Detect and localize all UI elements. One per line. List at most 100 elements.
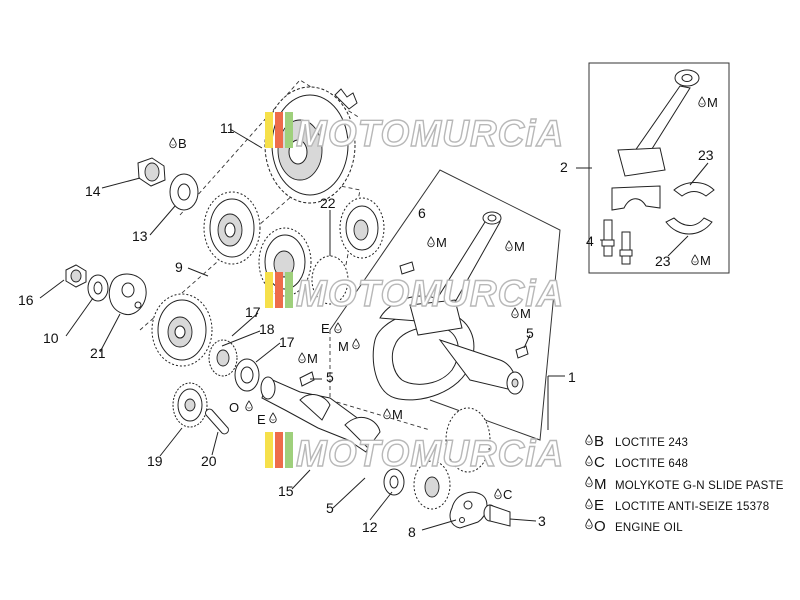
mark-key6: M (436, 235, 447, 250)
legend-code: B (594, 433, 604, 450)
mark-rod-top: M (707, 95, 718, 110)
callout-15: 15 (278, 483, 294, 499)
drop-icon (169, 137, 177, 149)
drop-icon (505, 240, 513, 252)
balancer-shaft-15 (260, 371, 381, 453)
legend-item-m: M MOLYKOTE G-N SLIDE PASTE (585, 476, 784, 493)
callout-2: 2 (560, 159, 568, 175)
wm-stripe-red (275, 272, 283, 308)
legend-text: LOCTITE 243 (615, 437, 688, 449)
legend-text: LOCTITE ANTI-SEIZE 15378 (615, 501, 769, 513)
gear-9-upper (203, 191, 261, 265)
legend-code: M (594, 476, 607, 493)
rod-bolts-4 (601, 219, 633, 265)
pin-20 (205, 408, 229, 435)
watermark-bottom: MOTOMURCiA (265, 432, 564, 475)
watermark-text: MOTOMURCiA (296, 113, 564, 154)
plate-8 (449, 491, 488, 529)
wm-stripe-green (285, 272, 293, 308)
callout-5-shaft: 5 (326, 369, 334, 385)
drop-icon (698, 96, 706, 108)
woodruff-key-6 (399, 261, 415, 275)
drop-icon (585, 455, 593, 467)
callout-17-upper: 17 (245, 304, 261, 320)
mark-e-shaft: E (257, 412, 266, 427)
mark-crank: M (520, 306, 531, 321)
wm-stripe-red (275, 432, 283, 468)
callout-14: 14 (85, 183, 101, 199)
drop-icon (494, 488, 502, 500)
legend-item-e: E LOCTITE ANTI-SEIZE 15378 (585, 497, 769, 514)
washer-17 (234, 358, 260, 392)
plate-21 (108, 273, 147, 316)
drop-icon (269, 412, 277, 424)
legend-text: MOLYKOTE G-N SLIDE PASTE (615, 480, 784, 492)
callout-8: 8 (408, 524, 416, 540)
bearing-shell-upper (673, 182, 715, 197)
callout-3: 3 (538, 513, 546, 529)
callout-11: 11 (220, 120, 235, 136)
callout-1: 1 (568, 369, 576, 385)
mark-bottom: M (392, 407, 403, 422)
callout-19: 19 (147, 453, 163, 469)
drop-icon (585, 434, 593, 446)
wm-stripe-red (275, 112, 283, 148)
legend-item-o: O ENGINE OIL (585, 518, 683, 535)
leader-lines (39, 128, 709, 531)
watermark-middle: MOTOMURCiA (265, 272, 564, 315)
legend-code: E (594, 497, 604, 514)
connecting-rod-main (409, 211, 502, 336)
lube-marks: M M M M E M M O E M M B C (169, 95, 718, 502)
woodruff-key-5-crank (515, 345, 529, 359)
callout-13: 13 (132, 228, 148, 244)
callout-20: 20 (201, 453, 217, 469)
drop-icon (383, 408, 391, 420)
callout-5-crank: 5 (526, 325, 534, 341)
callout-6: 6 (418, 205, 426, 221)
callout-23-lower: 23 (655, 253, 671, 269)
drop-icon (691, 254, 699, 266)
watermark-text: MOTOMURCiA (296, 433, 564, 474)
washer-12 (383, 468, 405, 496)
nut-16 (65, 264, 87, 288)
legend: B LOCTITE 243 C LOCTITE 648 M MOLYKOTE G… (585, 433, 784, 535)
callout-21: 21 (90, 345, 106, 361)
legend-text: ENGINE OIL (615, 522, 683, 534)
gear-18 (208, 339, 238, 377)
wm-stripe-yellow (265, 272, 273, 308)
mark-e-crank: E (321, 321, 330, 336)
callout-23-upper: 23 (698, 147, 714, 163)
washer-10 (87, 274, 109, 302)
callout-22: 22 (320, 195, 336, 211)
mark-o-shaft: O (229, 400, 239, 415)
drop-icon (427, 236, 435, 248)
wm-stripe-green (285, 112, 293, 148)
drop-icon (585, 498, 593, 510)
mark-rod-main: M (514, 239, 525, 254)
drop-icon (334, 322, 342, 334)
legend-code: C (594, 454, 605, 471)
gear-bottom (413, 407, 491, 510)
legend-item-c: C LOCTITE 648 (585, 454, 688, 471)
callout-5-bottom: 5 (326, 500, 334, 516)
washer-13 (169, 173, 199, 211)
bolt-3 (483, 504, 511, 527)
mark-crank-left: M (338, 339, 349, 354)
bearing-shell-lower (665, 217, 713, 235)
drop-icon (352, 338, 360, 350)
connecting-rod-kit-rod (617, 69, 700, 177)
drop-icon (245, 400, 253, 412)
callout-numbers: 1 2 3 4 5 5 5 6 8 9 10 11 12 13 14 15 16… (18, 120, 714, 540)
mark-balancer: M (307, 351, 318, 366)
mark-bearing: M (700, 253, 711, 268)
callout-16: 16 (18, 292, 34, 308)
wm-stripe-green (285, 432, 293, 468)
drop-icon (298, 352, 306, 364)
nut-14 (137, 157, 166, 187)
gear-large-left (151, 293, 213, 367)
gear-22 (311, 197, 385, 305)
callout-17-lower: 17 (279, 334, 295, 350)
drop-icon (585, 518, 593, 530)
watermark-top: MOTOMURCiA (265, 112, 564, 155)
